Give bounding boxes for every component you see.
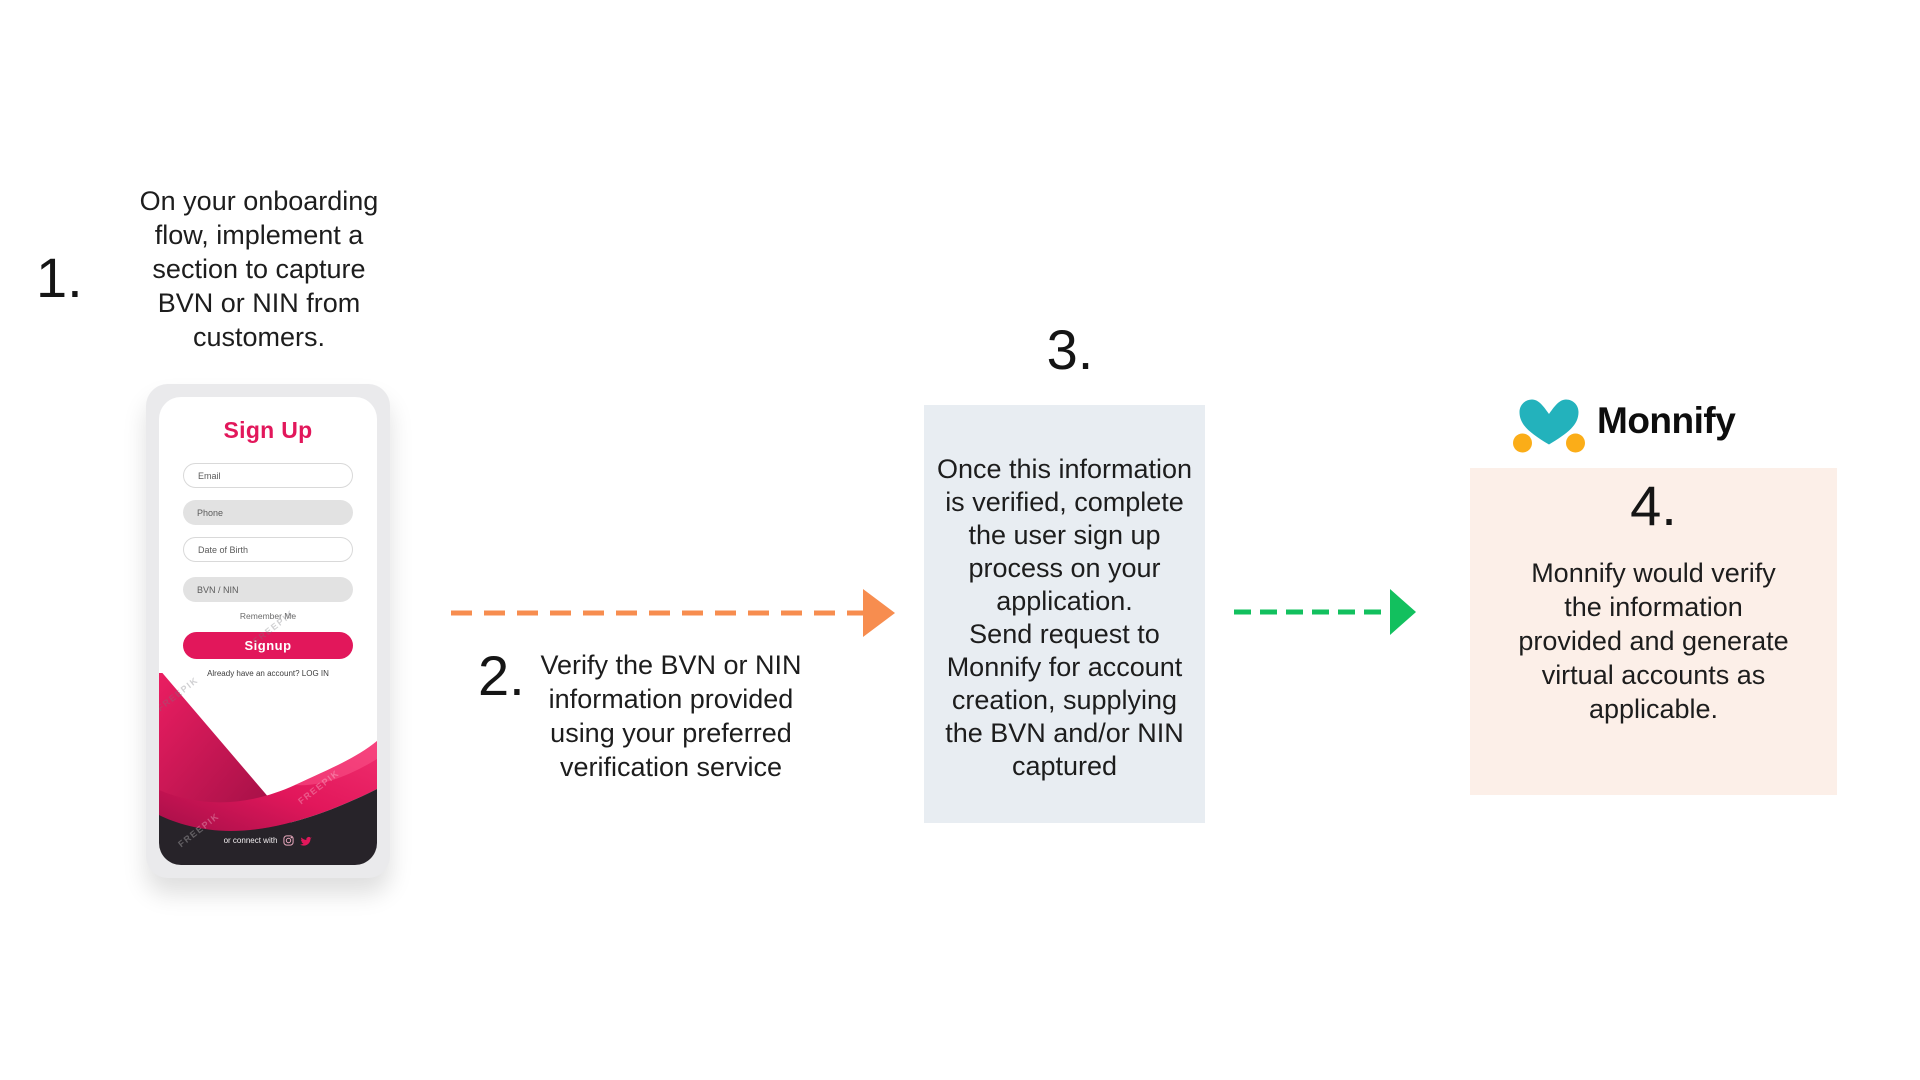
signup-title: Sign Up — [223, 417, 313, 443]
signup-button[interactable]: Signup — [183, 632, 353, 659]
twitter-icon[interactable] — [300, 836, 313, 846]
bvn-nin-input[interactable]: BVN / NIN — [183, 577, 353, 602]
step2-number: 2. — [478, 644, 525, 707]
wave-decoration — [159, 673, 377, 865]
instagram-icon[interactable] — [283, 835, 294, 846]
monnify-logo-icon — [1513, 399, 1585, 453]
brand-name: Monnify — [1597, 400, 1736, 441]
email-input[interactable]: Email — [183, 463, 353, 488]
step4-number: 4. — [1630, 474, 1677, 537]
step3-number: 3. — [1046, 318, 1094, 381]
step3-box: Once this information is verified, compl… — [924, 405, 1205, 823]
signup-screen: Sign Up Email Phone Date of Birth BVN / … — [159, 397, 377, 865]
remember-me-toggle[interactable]: Remember Me — [239, 611, 297, 621]
step4-text: Monnify would verify the information pro… — [1518, 558, 1789, 724]
step1-number: 1. — [36, 246, 83, 309]
dob-input[interactable]: Date of Birth — [183, 537, 353, 562]
phone-input[interactable]: Phone — [183, 500, 353, 525]
phone-mockup: Sign Up Email Phone Date of Birth BVN / … — [146, 384, 390, 878]
login-link[interactable]: Already have an account? LOG IN — [207, 669, 329, 678]
connect-label: or connect with — [223, 836, 278, 845]
green-dashed-arrow — [1234, 589, 1416, 635]
step2-text: Verify the BVN or NIN information provid… — [540, 650, 802, 782]
step4-box: 4. Monnify would verify the information … — [1470, 468, 1837, 795]
connect-row: or connect with — [159, 835, 377, 846]
orange-dashed-arrow — [451, 589, 895, 637]
step1-text: On your onboarding flow, implement a sec… — [139, 186, 379, 352]
step3-text: Once this information is verified, compl… — [936, 454, 1193, 781]
